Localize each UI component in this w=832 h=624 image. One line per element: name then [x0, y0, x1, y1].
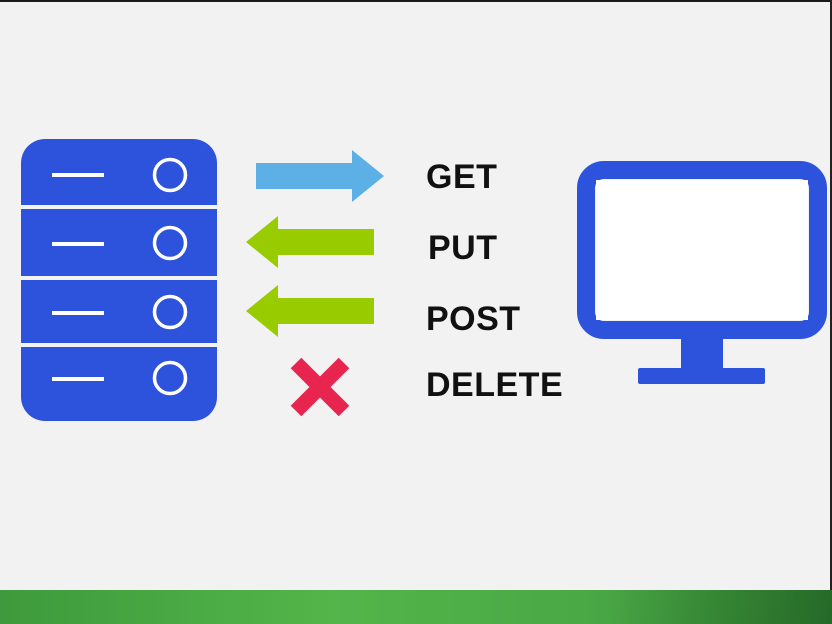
method-put-label: PUT	[428, 229, 498, 267]
top-border	[0, 0, 832, 2]
server-unit	[52, 360, 188, 396]
monitor-icon	[577, 161, 827, 384]
post-arrow-icon	[246, 285, 374, 337]
method-post-label: POST	[426, 300, 521, 338]
cross-icon	[290, 357, 350, 417]
right-border	[830, 0, 832, 624]
server-unit	[52, 225, 188, 261]
server-icon	[21, 139, 217, 421]
get-arrow-icon	[256, 150, 384, 202]
footer-shade	[612, 590, 832, 624]
method-delete-label: DELETE	[426, 366, 564, 404]
bottom-footer-band	[0, 590, 832, 624]
method-get-label: GET	[426, 158, 498, 196]
server-unit	[52, 157, 188, 193]
server-unit	[52, 294, 188, 330]
put-arrow-icon	[246, 216, 374, 268]
